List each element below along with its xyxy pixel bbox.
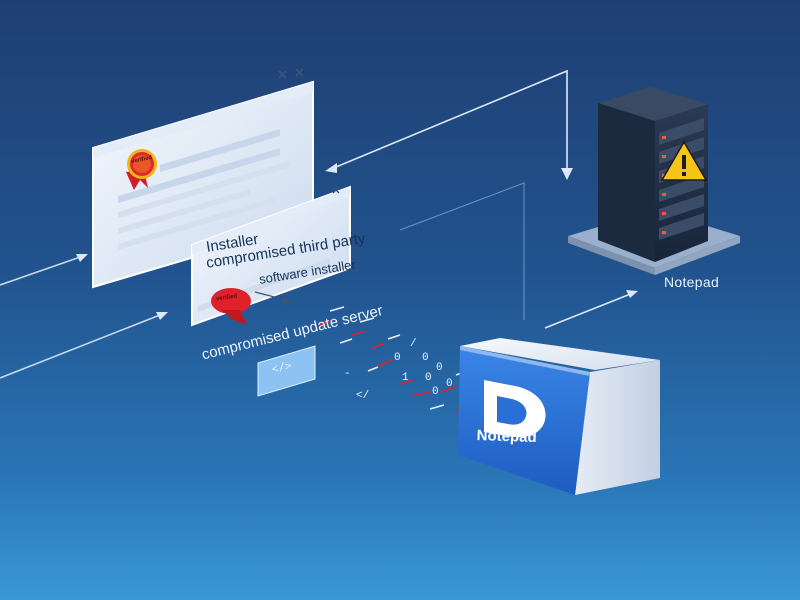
- flow-arrows-left: [0, 254, 166, 379]
- code-glyph: 0: [394, 352, 401, 364]
- server-connector: [335, 69, 568, 172]
- warning-icon: [660, 140, 708, 181]
- code-glyph: 0: [436, 362, 443, 374]
- code-glyph: 0: [432, 386, 439, 398]
- code-glyph: /: [410, 338, 417, 350]
- server-rack: [568, 87, 740, 275]
- arrowheads-left: [76, 254, 168, 320]
- certificate-badge-icon: [126, 149, 157, 190]
- code-glyph: 0: [425, 372, 432, 384]
- code-glyph: 0: [446, 378, 453, 390]
- application-name: Notepad: [476, 427, 537, 447]
- code-glyph: 1: [402, 372, 409, 384]
- installer-window: [191, 185, 351, 327]
- code-glyph: </: [356, 390, 370, 402]
- server-caption: Notepad: [664, 274, 720, 290]
- close-icon: [332, 186, 340, 194]
- application-box: [458, 338, 660, 495]
- close-icon: [278, 68, 304, 79]
- code-tag-icon: [257, 345, 316, 397]
- code-glyph: 0: [422, 352, 429, 364]
- certificate-badge-icon: [211, 288, 251, 325]
- code-glyph: -: [344, 368, 351, 380]
- app-logo-icon: [484, 380, 546, 438]
